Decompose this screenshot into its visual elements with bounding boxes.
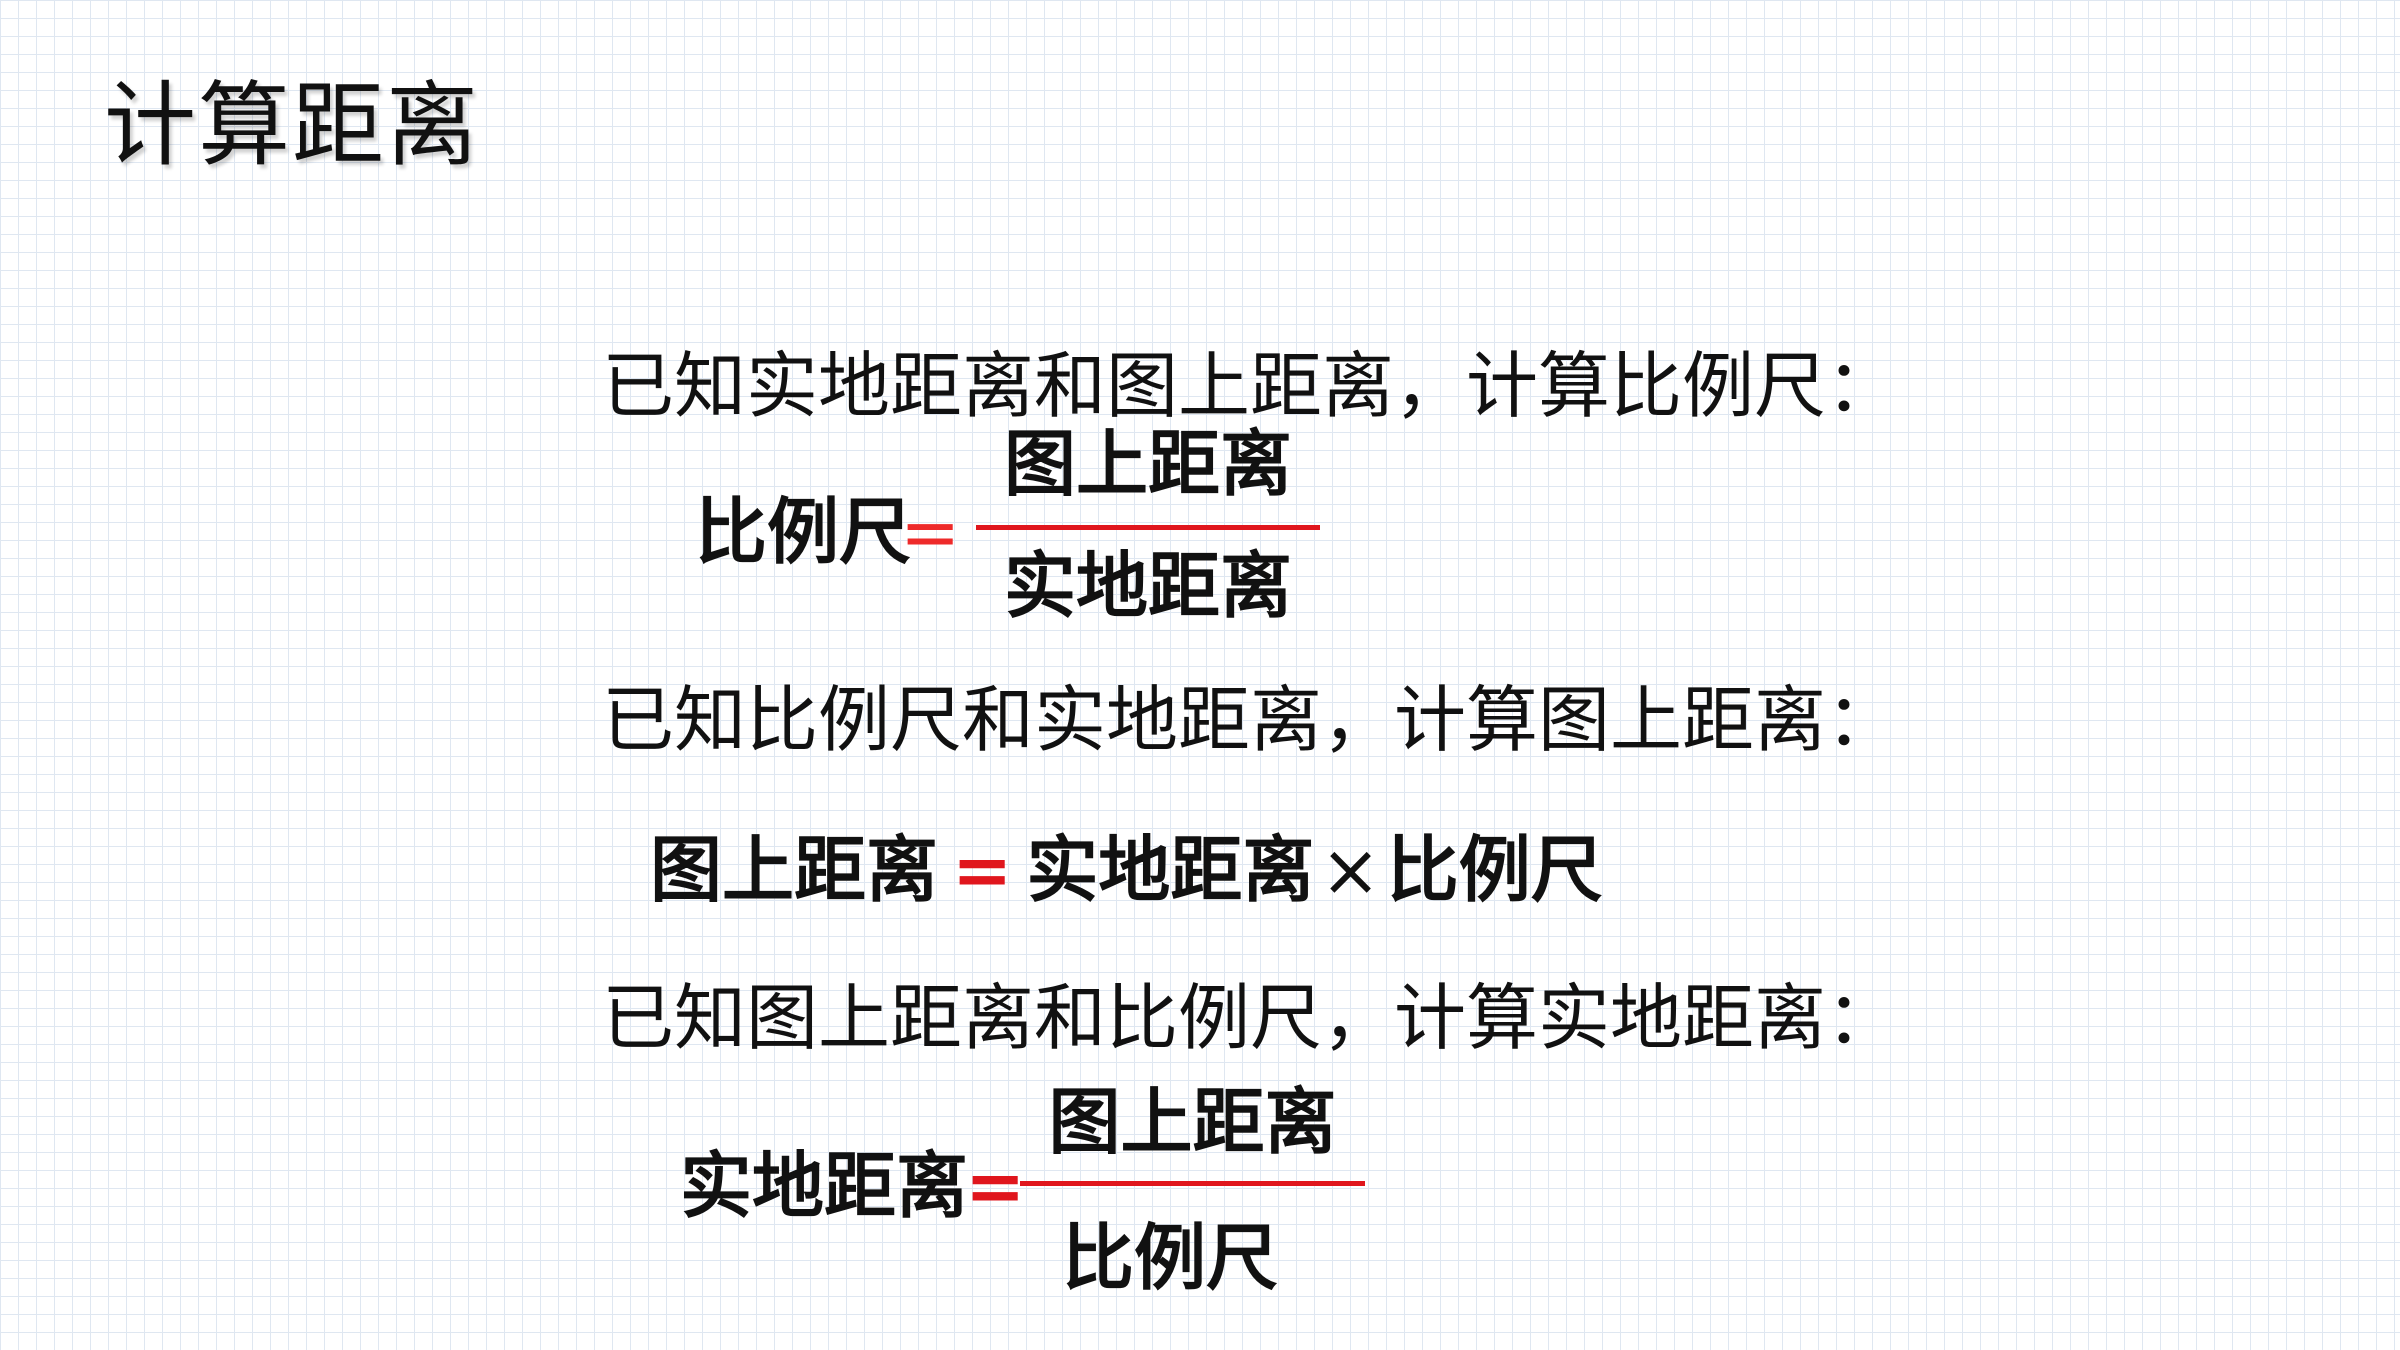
formula3-fraction-bar (1020, 1181, 1365, 1186)
formula3-denominator: 比例尺 (1061, 1216, 1278, 1300)
formula3-lhs: 实地距离 (680, 1144, 969, 1228)
slide-title: 计算距离 (104, 72, 481, 179)
formula3-numerator: 图上距离 (1048, 1080, 1337, 1164)
formula1-numerator: 图上距离 (1003, 422, 1292, 506)
formula2-lhs: 图上距离 (650, 828, 939, 912)
formula1-fraction-bar (976, 525, 1320, 530)
formula1-denominator: 实地距离 (1003, 544, 1292, 628)
statement-map-distance: 已知比例尺和实地距离，计算图上距离： (601, 678, 1898, 762)
statement-scale: 已知实地距离和图上距离，计算比例尺： (601, 344, 1898, 428)
statement-real-distance: 已知图上距离和比例尺，计算实地距离： (601, 976, 1898, 1060)
formula1-lhs: 比例尺 (695, 490, 912, 574)
formula2: 图上距离 = 实地距离 × 比例尺 (650, 834, 1603, 906)
formula2-times: × (1320, 828, 1381, 912)
formula2-term1: 实地距离 (1026, 828, 1315, 912)
formula2-term2: 比例尺 (1386, 828, 1603, 912)
formula2-equals: = (952, 828, 1013, 912)
formula1-equals: = (900, 490, 961, 574)
formula3-equals: = (965, 1144, 1026, 1228)
